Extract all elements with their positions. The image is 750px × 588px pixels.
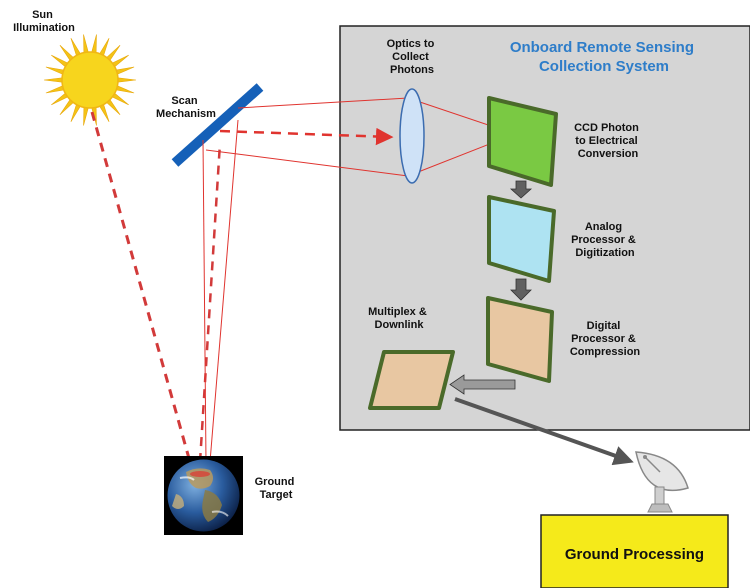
ray-ground-mirror-2	[209, 119, 239, 463]
ccd-label: CCD Photon to Electrical Conversion	[574, 122, 642, 160]
ray-mirror-optics-top	[237, 97, 409, 109]
arrow-ccd-analog	[509, 180, 533, 199]
arrow-analog-digital	[510, 278, 532, 301]
ccd-panel	[487, 96, 558, 187]
ray-ground-mirror-1	[202, 139, 207, 463]
sun-label: Sun Illumination	[13, 9, 75, 34]
lens-icon	[399, 88, 425, 184]
sun-icon	[43, 34, 137, 126]
scan-mirror-icon	[171, 83, 264, 167]
digital-panel	[486, 296, 554, 383]
optical-axis-dashed-arrow	[219, 127, 394, 146]
downlink-arrow	[454, 397, 634, 466]
reflected-signal-line	[198, 142, 222, 463]
multiplex-label: Multiplex & Downlink	[368, 306, 430, 331]
system-title: Onboard Remote Sensing Collection System	[510, 39, 698, 75]
digital-label: Digital Processor & Compression	[570, 320, 641, 358]
optics-label: Optics to Collect Photons	[387, 38, 438, 76]
sun-illumination-line	[90, 111, 192, 463]
earth-globe-icon	[164, 456, 243, 535]
analog-panel	[487, 195, 556, 283]
satellite-dish-icon	[635, 451, 689, 513]
multiplex-panel	[368, 350, 455, 410]
scan-label: Scan Mechanism	[156, 95, 216, 120]
ground-processing-label: Ground Processing	[565, 546, 704, 563]
ground-processing-box	[540, 514, 729, 588]
ray-mirror-optics-bottom	[205, 149, 409, 177]
analog-label: Analog Processor & Digitization	[571, 221, 639, 259]
ground-target-label: Ground Target	[255, 476, 298, 501]
arrow-digital-multiplex	[449, 374, 516, 395]
